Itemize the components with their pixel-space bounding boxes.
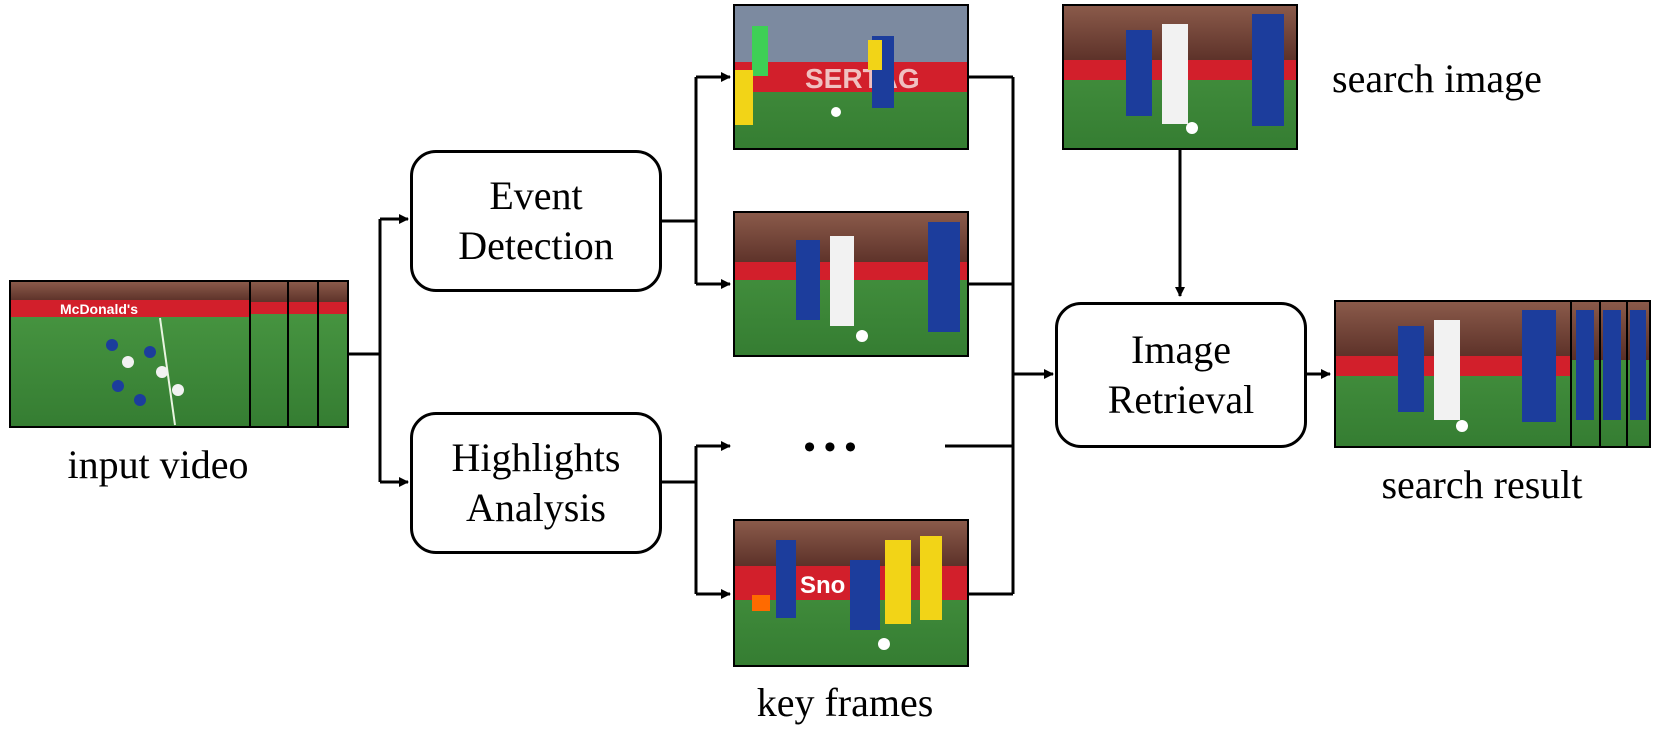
- ellipsis: • • •: [804, 429, 857, 466]
- highlights-analysis-box: Highlights Analysis: [410, 412, 662, 554]
- connector-keyframes-to-retrieval: [945, 75, 1054, 596]
- input-video-banner-text: McDonald's: [60, 301, 138, 317]
- connector-input-split: [348, 214, 409, 487]
- input-video-frames: McDonald's: [9, 280, 349, 428]
- key-frame-2: [733, 211, 969, 357]
- image-retrieval-line-1: Image: [1131, 327, 1231, 372]
- image-retrieval-line-2: Retrieval: [1107, 377, 1255, 422]
- highlights-analysis-line-2: Analysis: [466, 485, 606, 530]
- key-frame-1-banner-text: SERTAG: [805, 63, 920, 94]
- connector-event-to-keyframes: [660, 72, 731, 289]
- search-result-frames: [1334, 300, 1651, 448]
- key-frames-label: key frames: [757, 680, 934, 725]
- search-image-label: search image: [1332, 56, 1542, 101]
- connector-highlights-to-keyframes: [660, 441, 731, 599]
- search-result-stack-frame: [1624, 300, 1651, 448]
- image-retrieval-box: Image Retrieval: [1055, 302, 1307, 448]
- search-result-label: search result: [1381, 462, 1582, 507]
- search-result-stack-frame: [1596, 300, 1628, 448]
- search-result-stack-frame: [1569, 300, 1601, 448]
- key-frame-3-banner-text: Sno: [800, 572, 845, 599]
- key-frame-3: Sno: [733, 519, 969, 667]
- input-video-main-frame: McDonald's: [9, 280, 251, 428]
- event-detection-line-1: Event: [489, 173, 583, 218]
- input-video-label: input video: [67, 442, 248, 487]
- search-result-main-frame: [1334, 300, 1572, 448]
- highlights-analysis-line-1: Highlights: [451, 435, 621, 480]
- search-image-frame: [1062, 4, 1298, 150]
- event-detection-line-2: Detection: [458, 223, 614, 268]
- key-frame-1: SERTAG: [733, 4, 969, 150]
- event-detection-box: Event Detection: [410, 150, 662, 292]
